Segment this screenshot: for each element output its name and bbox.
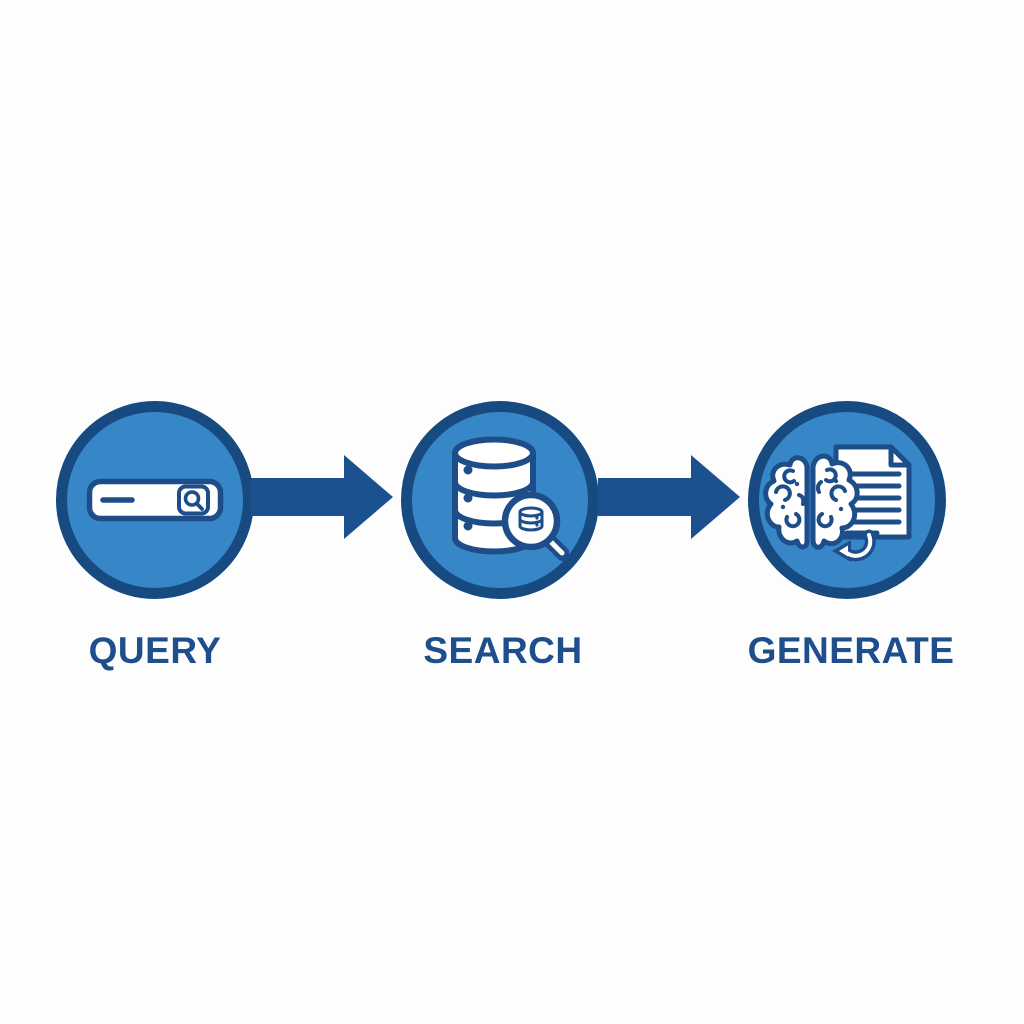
brain-document-icon bbox=[763, 444, 912, 562]
step-label-generate: GENERATE bbox=[747, 630, 955, 671]
step-circle-search bbox=[401, 401, 599, 599]
step-circle-generate bbox=[748, 401, 946, 599]
arrow-search-to-generate bbox=[598, 455, 740, 539]
step-label-query: QUERY bbox=[88, 630, 222, 671]
step-label-search: SEARCH bbox=[423, 630, 583, 671]
arrow-query-to-search bbox=[251, 455, 393, 539]
search-bar-icon bbox=[86, 478, 224, 522]
step-circle-query bbox=[56, 401, 254, 599]
database-search-icon bbox=[452, 436, 569, 561]
